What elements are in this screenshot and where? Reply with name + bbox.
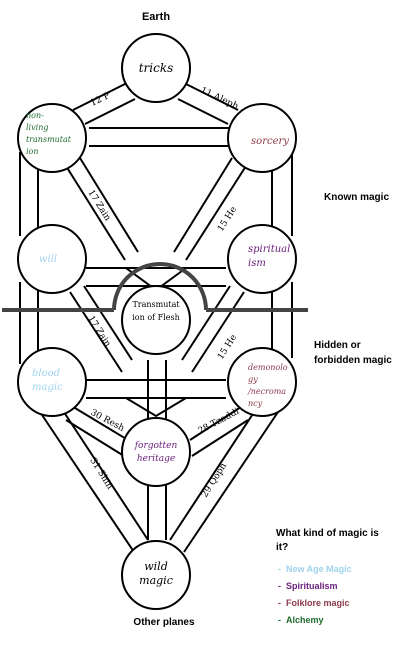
node-upper-left-line: ion [26, 147, 39, 156]
node-mid-right-line: ism [248, 258, 266, 269]
path-label-29: 29 Qoph [200, 461, 229, 499]
node-lower-right-line: /necroma [247, 387, 286, 396]
node-lower-center-circle [121, 417, 191, 487]
legend-bullet: - [278, 598, 281, 608]
legend-item-folklore: Folklore magic [286, 598, 350, 608]
node-center-label: Transmutat ion of Flesh [132, 300, 180, 322]
node-center-line: ion of Flesh [132, 313, 180, 322]
path-label-30: 30 Resh [89, 408, 126, 434]
node-lower-right-line: ncy [248, 399, 263, 408]
hidden-magic-line: Hidden or [314, 340, 361, 351]
other-planes-label: Other planes [133, 617, 195, 628]
earth-label: Earth [142, 11, 170, 23]
node-upper-left-line: living [26, 123, 48, 132]
node-bottom-line: wild [144, 560, 168, 573]
path-label-17b: 17 Zain [85, 314, 112, 349]
node-upper-left-circle [17, 103, 87, 173]
node-lower-center-label: forgotten heritage [134, 441, 178, 464]
legend-item-spiritualism: Spiritualism [286, 581, 338, 591]
node-upper-right-circle [227, 103, 297, 173]
legend-title-line: it? [276, 542, 288, 553]
node-lower-right-label: demonolo gy /necroma ncy [247, 363, 288, 408]
path-channels [19, 83, 293, 553]
legend-bullet: - [278, 564, 281, 574]
path-label-31: 31 Shin [87, 456, 114, 491]
legend-item-alchemy: Alchemy [286, 615, 324, 625]
node-top-label: tricks [139, 61, 174, 75]
legend: What kind of magic is it? - New Age Magi… [276, 528, 379, 625]
node-lower-right-line: demonolo [248, 363, 288, 372]
abyss-divider [2, 262, 308, 312]
node-top-circle [121, 33, 191, 103]
sephiroth-circles [17, 33, 297, 610]
node-lower-left-line: blood [32, 368, 60, 379]
node-upper-left-label: non- living transmutat ion [26, 111, 72, 156]
path-label-28: 28 Tzaddi [197, 407, 241, 437]
hidden-magic-line: forbidden magic [314, 355, 392, 366]
node-bottom-label: wild magic [139, 560, 173, 587]
node-mid-left-label: will [39, 254, 57, 265]
node-mid-right-label: spiritual ism [248, 244, 290, 269]
node-upper-left-line: transmutat [26, 135, 72, 144]
node-upper-left-line: non- [26, 111, 44, 120]
node-center-line: Transmutat [132, 300, 180, 309]
path-label-15b: 15 He [216, 333, 239, 362]
legend-title-line: What kind of magic is [276, 528, 379, 539]
node-mid-left-circle [17, 224, 87, 294]
node-lower-right-circle [227, 347, 297, 417]
node-lower-left-label: blood magic [32, 368, 63, 393]
node-upper-right-label: sorcery [251, 136, 289, 147]
node-lower-left-circle [17, 347, 87, 417]
node-lower-right-line: gy [248, 375, 258, 384]
legend-item-new-age: New Age Magic [286, 564, 352, 574]
path-label-12: 12 P [89, 91, 112, 109]
node-lower-left-line: magic [32, 382, 63, 393]
node-mid-right-line: spiritual [248, 244, 290, 255]
hidden-magic-label: Hidden or forbidden magic [314, 340, 392, 366]
node-bottom-circle [121, 540, 191, 610]
node-center-circle [121, 285, 191, 355]
node-bottom-line: magic [139, 574, 173, 587]
node-mid-right-circle [227, 224, 297, 294]
node-lower-center-line: heritage [137, 454, 175, 464]
path-label-11: 11 Aleph [199, 86, 240, 112]
node-lower-center-line: forgotten [134, 441, 178, 451]
known-magic-label: Known magic [324, 192, 389, 203]
legend-bullet: - [278, 581, 281, 591]
legend-bullet: - [278, 615, 281, 625]
